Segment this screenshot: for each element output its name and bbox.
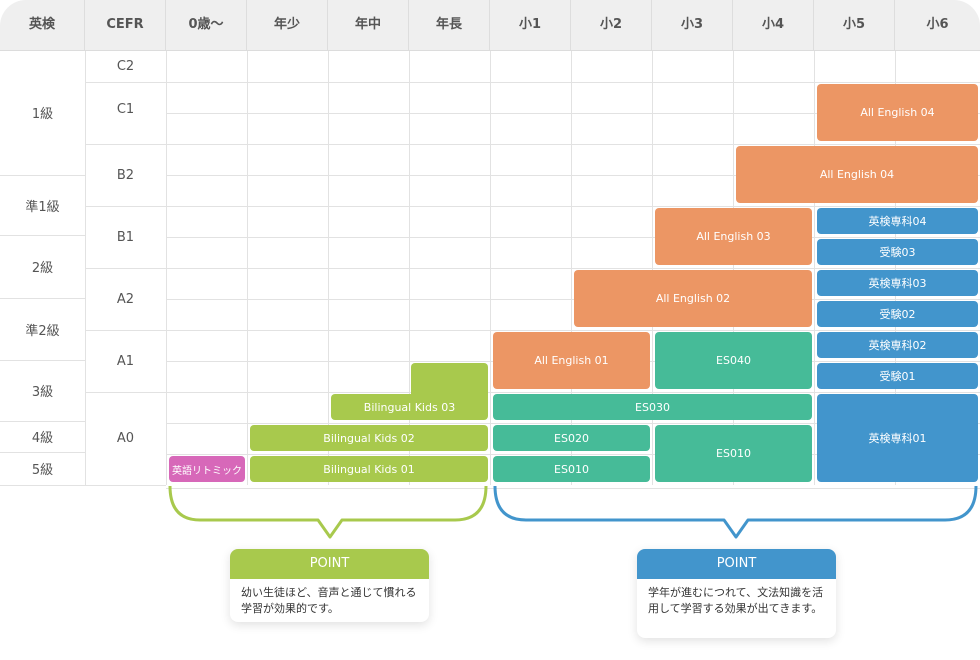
bracket-lines (168, 485, 978, 539)
grid-line (571, 51, 572, 485)
grid-line (0, 485, 85, 486)
course-bilingual-01[interactable]: Bilingual Kids 01 (250, 456, 488, 482)
cefr-level: A2 (116, 291, 135, 307)
header-grade-6: 小6 (926, 17, 949, 32)
course-es010-lower[interactable]: ES010 (493, 456, 650, 482)
green-bracket (168, 485, 488, 539)
course-es040[interactable]: ES040 (655, 332, 812, 389)
header-cefr: CEFR (85, 0, 166, 50)
header-grade-3: 小3 (652, 0, 733, 50)
grid-line (85, 144, 166, 145)
grid-line (166, 268, 980, 269)
grid-line (85, 392, 166, 393)
grid-line (733, 51, 734, 485)
cefr-level: A0 (116, 431, 135, 446)
point-card-later: POINT 学年が進むにつれて、文法知識を活用して学習する効果が出てきます。 (637, 549, 836, 638)
course-juken-02[interactable]: 受験02 (817, 301, 978, 327)
course-eiken-03[interactable]: 英検専科03 (817, 270, 978, 296)
grid-line (166, 237, 980, 238)
course-juken-03[interactable]: 受験03 (817, 239, 978, 265)
grid-line (166, 423, 980, 424)
grid-line (166, 82, 980, 83)
grid-line (85, 485, 166, 486)
course-all-english-01[interactable]: All English 01 (493, 332, 650, 389)
grid-line (166, 330, 980, 331)
grid-line (85, 330, 166, 331)
course-eiken-02[interactable]: 英検専科02 (817, 332, 978, 358)
course-bilingual-02[interactable]: Bilingual Kids 02 (250, 425, 488, 451)
eiken-level: 準2級 (25, 323, 60, 339)
grid-line (166, 454, 980, 455)
course-all-english-03[interactable]: All English 03 (655, 208, 812, 265)
course-eiken-01[interactable]: 英検専科01 (817, 394, 978, 482)
course-juken-01[interactable]: 受験01 (817, 363, 978, 389)
eiken-level: 1級 (31, 107, 54, 122)
course-es030[interactable]: ES030 (493, 394, 812, 420)
grid-line (166, 51, 167, 485)
point-title: POINT (230, 549, 429, 579)
point-text: 幼い生徒ほど、音声と通じて慣れる学習が効果的です。 (241, 586, 417, 615)
grid-line (328, 51, 329, 485)
course-all-english-04[interactable]: All English 04 (736, 146, 978, 203)
course-eiken-04[interactable]: 英検専科04 (817, 208, 978, 234)
header-grade-1: 小1 (490, 0, 571, 50)
grid-line (0, 175, 85, 176)
blue-bracket (493, 485, 978, 539)
grid-line (0, 421, 85, 422)
grid-line (409, 51, 410, 485)
cefr-level: C2 (116, 59, 135, 74)
grid-line (85, 268, 166, 269)
eiken-level: 準1級 (25, 199, 60, 215)
header-nencho: 年長 (409, 0, 490, 50)
grid-line (85, 51, 86, 485)
eiken-level: 3級 (31, 385, 54, 400)
table-header: 英検 CEFR 0歳〜 年少 年中 年長 小1 小2 小3 小4 小5 小6 (0, 0, 980, 51)
header-grade-5: 小5 (814, 0, 895, 50)
course-rhythmic[interactable]: 英語リトミック (169, 456, 245, 482)
course-all-english-04-top[interactable]: All English 04 (817, 84, 978, 141)
point-title: POINT (637, 549, 836, 579)
eiken-level: 4級 (31, 431, 54, 446)
header-nensho: 年少 (247, 0, 328, 50)
grid-line (652, 51, 653, 485)
grid-line (166, 299, 980, 300)
grid-line (85, 82, 166, 83)
header-nenchu: 年中 (328, 0, 409, 50)
eiken-level: 5級 (31, 463, 54, 478)
cefr-level: B1 (116, 229, 135, 245)
course-es020[interactable]: ES020 (493, 425, 650, 451)
grid-line (166, 144, 980, 145)
grid-line (0, 235, 85, 236)
header-grade-2: 小2 (571, 0, 652, 50)
header-grade-4: 小4 (733, 0, 814, 50)
point-text: 学年が進むにつれて、文法知識を活用して学習する効果が出てきます。 (648, 586, 824, 615)
grid-line (166, 392, 980, 393)
grid-line (166, 206, 980, 207)
grid-line (166, 488, 980, 489)
grid-line (166, 113, 980, 114)
grid-line (166, 175, 980, 176)
point-card-early: POINT 幼い生徒ほど、音声と通じて慣れる学習が効果的です。 (230, 549, 429, 622)
grid-line (0, 298, 85, 299)
eiken-level: 2級 (31, 261, 54, 276)
header-age-0: 0歳〜 (166, 0, 247, 50)
grid-line (490, 51, 491, 485)
grid-line (814, 51, 815, 485)
grid-line (0, 360, 85, 361)
cefr-level: B2 (116, 167, 135, 183)
header-eiken: 英検 (0, 0, 85, 50)
grid-line (895, 51, 896, 485)
grid-line (247, 51, 248, 485)
course-all-english-02[interactable]: All English 02 (574, 270, 812, 327)
grid-line (85, 206, 166, 207)
grid-line (0, 452, 85, 453)
cefr-level: A1 (116, 353, 135, 369)
course-es010-upper[interactable]: ES010 (655, 425, 812, 482)
cefr-level: C1 (116, 102, 135, 117)
course-bilingual-03[interactable]: Bilingual Kids 03 (331, 394, 488, 420)
